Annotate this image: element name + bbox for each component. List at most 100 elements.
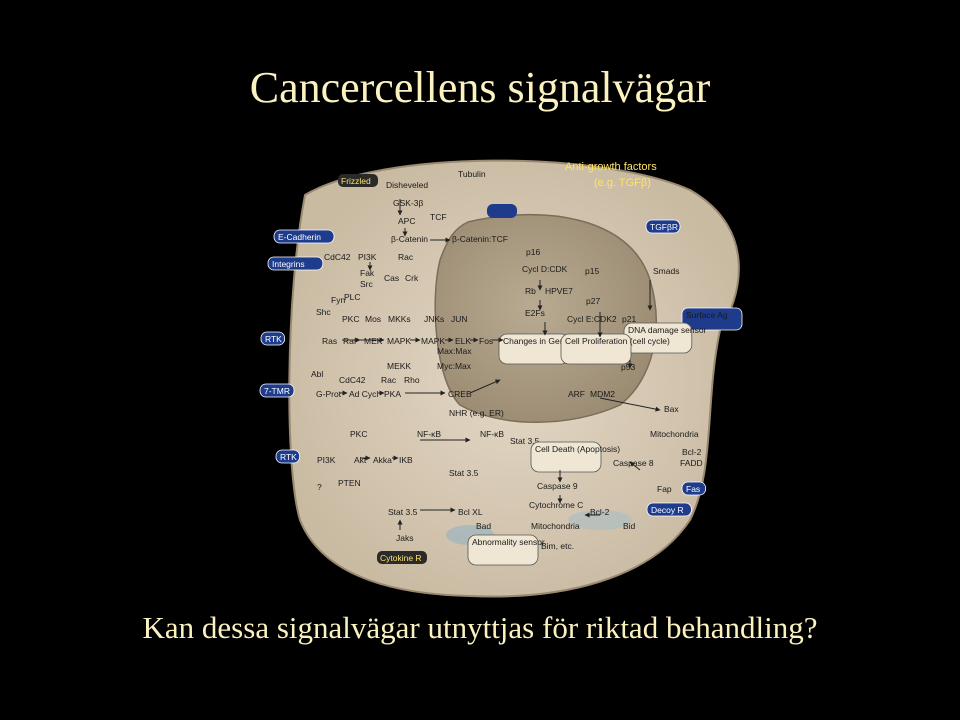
- node-caspase9: Caspase 9: [537, 481, 578, 491]
- node-g-prot: G-Prot: [316, 389, 342, 399]
- node-fos: Fos: [479, 336, 493, 346]
- node-bcl-xl: Bcl XL: [458, 507, 483, 517]
- node-fas: Fas: [686, 484, 700, 494]
- node-bg-frizzled: [338, 174, 378, 187]
- node-nhr: NHR (e.g. ER): [449, 408, 504, 418]
- node-disheveled: Disheveled: [386, 180, 428, 190]
- node-bg-tgfbr: [645, 219, 681, 234]
- node-bg-e-cadherin: [273, 229, 335, 244]
- node-raf: Raf: [343, 336, 357, 346]
- node-cytochrome-c: Cytochrome C: [529, 500, 583, 510]
- node-changes-gene: Changes in Gene Expression: [503, 336, 614, 346]
- node-cdc42-top: CdC42: [324, 252, 351, 262]
- node-src: Src: [360, 279, 374, 289]
- node-ikb: IKB: [399, 455, 413, 465]
- node-p15: p15: [585, 266, 599, 276]
- node-bad: Bad: [476, 521, 491, 531]
- node-fadd: FADD: [680, 458, 703, 468]
- node-question: ?: [317, 482, 322, 492]
- node-rac-mid: Rac: [381, 375, 397, 385]
- node-rho: Rho: [404, 375, 420, 385]
- node-akka: Akka: [373, 455, 392, 465]
- node-mos: Mos: [365, 314, 381, 324]
- node-surface-ag: Surface Ag: [686, 310, 728, 320]
- node-arf: ARF: [568, 389, 585, 399]
- node-mdm2: MDM2: [590, 389, 615, 399]
- node-jnks: JNKs: [424, 314, 444, 324]
- node-bid: Bid: [623, 521, 636, 531]
- node-bcl2-mid: Bcl-2: [590, 507, 610, 517]
- node-caspase8: Caspase 8: [613, 458, 654, 468]
- pathway-arrow: [629, 461, 641, 471]
- node-p53: p53: [621, 362, 635, 372]
- membrane-marker-top: [487, 204, 517, 218]
- node-stat35-c: Stat 3.5: [388, 507, 418, 517]
- node-anti-growth: Anti-growth factors: [565, 161, 657, 173]
- node-nfkb-1: NF-κB: [417, 429, 441, 439]
- node-tgfbr: TGFβR: [650, 222, 678, 232]
- node-cell-prolif: Cell Proliferation (cell cycle): [565, 336, 670, 346]
- node-bg-fas: [681, 481, 707, 496]
- node-plc: PLC: [344, 292, 361, 302]
- node-bax: Bax: [664, 404, 679, 414]
- node-b-catenin-tcf: β-Catenin:TCF: [452, 234, 508, 244]
- node-bg-cell-death: [530, 441, 602, 473]
- node-jaks: Jaks: [396, 533, 413, 543]
- node-max-max: Max:Max: [437, 346, 472, 356]
- node-frizzled: Frizzled: [341, 176, 371, 186]
- node-abl: Abl: [311, 369, 323, 379]
- node-cell-death: Cell Death (Apoptosis): [535, 444, 620, 454]
- node-mitochondria-top: Mitochondria: [650, 429, 699, 439]
- node-cycl-e-cdk2: Cycl E:CDK2: [567, 314, 617, 324]
- pathway-arrow: [599, 397, 661, 412]
- node-p27: p27: [586, 296, 600, 306]
- node-elk: ELK: [455, 336, 471, 346]
- node-crk: Crk: [405, 273, 419, 283]
- node-cas: Cas: [384, 273, 399, 283]
- node-apc: APC: [398, 216, 415, 226]
- organelle-er: [568, 510, 632, 530]
- node-jun: JUN: [451, 314, 468, 324]
- node-bg-7-tmr: [259, 383, 295, 398]
- pathway-arrow: [469, 379, 501, 394]
- node-shc: Shc: [316, 307, 331, 317]
- node-fyn: Fyn: [331, 295, 345, 305]
- node-tubulin: Tubulin: [458, 169, 486, 179]
- node-rac-top: Rac: [398, 252, 414, 262]
- node-dna-damage: DNA damage sensor: [628, 325, 707, 335]
- node-mekk: MEKK: [387, 361, 411, 371]
- node-pkc-low: PKC: [350, 429, 367, 439]
- slide-title: Cancercellens signalvägar: [249, 63, 711, 112]
- node-rtk-top: RTK: [265, 334, 282, 344]
- node-pi3k-low: PI3K: [317, 455, 336, 465]
- node-integrins: Integrins: [272, 259, 305, 269]
- node-bg-rtk-top: [260, 331, 286, 346]
- node-tgfb-eg: (e.g. TGFβ): [594, 177, 651, 189]
- node-ras: Ras: [322, 336, 337, 346]
- node-rb: Rb: [525, 286, 536, 296]
- node-pkc-top: PKC: [342, 314, 359, 324]
- node-cdc42-mid: CdC42: [339, 375, 366, 385]
- node-cytokine-r: Cytokine R: [380, 553, 422, 563]
- node-pka: PKA: [384, 389, 401, 399]
- node-stat35-b: Stat 3.5: [449, 468, 479, 478]
- nucleus: [434, 214, 657, 423]
- node-ad-cycl: Ad Cycl: [349, 389, 378, 399]
- node-bg-surface-ag: [681, 307, 743, 331]
- node-bg-abnormality: [467, 534, 539, 566]
- node-pten: PTEN: [338, 478, 361, 488]
- slide-caption: Kan dessa signalvägar utnyttjas för rikt…: [142, 610, 818, 645]
- node-stat35-a: Stat 3.5: [510, 436, 540, 446]
- node-p21: p21: [622, 314, 636, 324]
- node-tcf: TCF: [430, 212, 447, 222]
- node-mapk-2: MAPK: [421, 336, 445, 346]
- node-bg-rtk-low: [275, 449, 301, 464]
- node-creb: CREB: [448, 389, 472, 399]
- node-gsk3b: GSK-3β: [393, 198, 424, 208]
- node-e2fs: E2Fs: [525, 308, 545, 318]
- node-mek: MEK: [364, 336, 383, 346]
- node-decoy-r: Decoy R: [651, 505, 684, 515]
- node-b-catenin: β-Catenin: [391, 234, 428, 244]
- node-mapk-1: MAPK: [387, 336, 411, 346]
